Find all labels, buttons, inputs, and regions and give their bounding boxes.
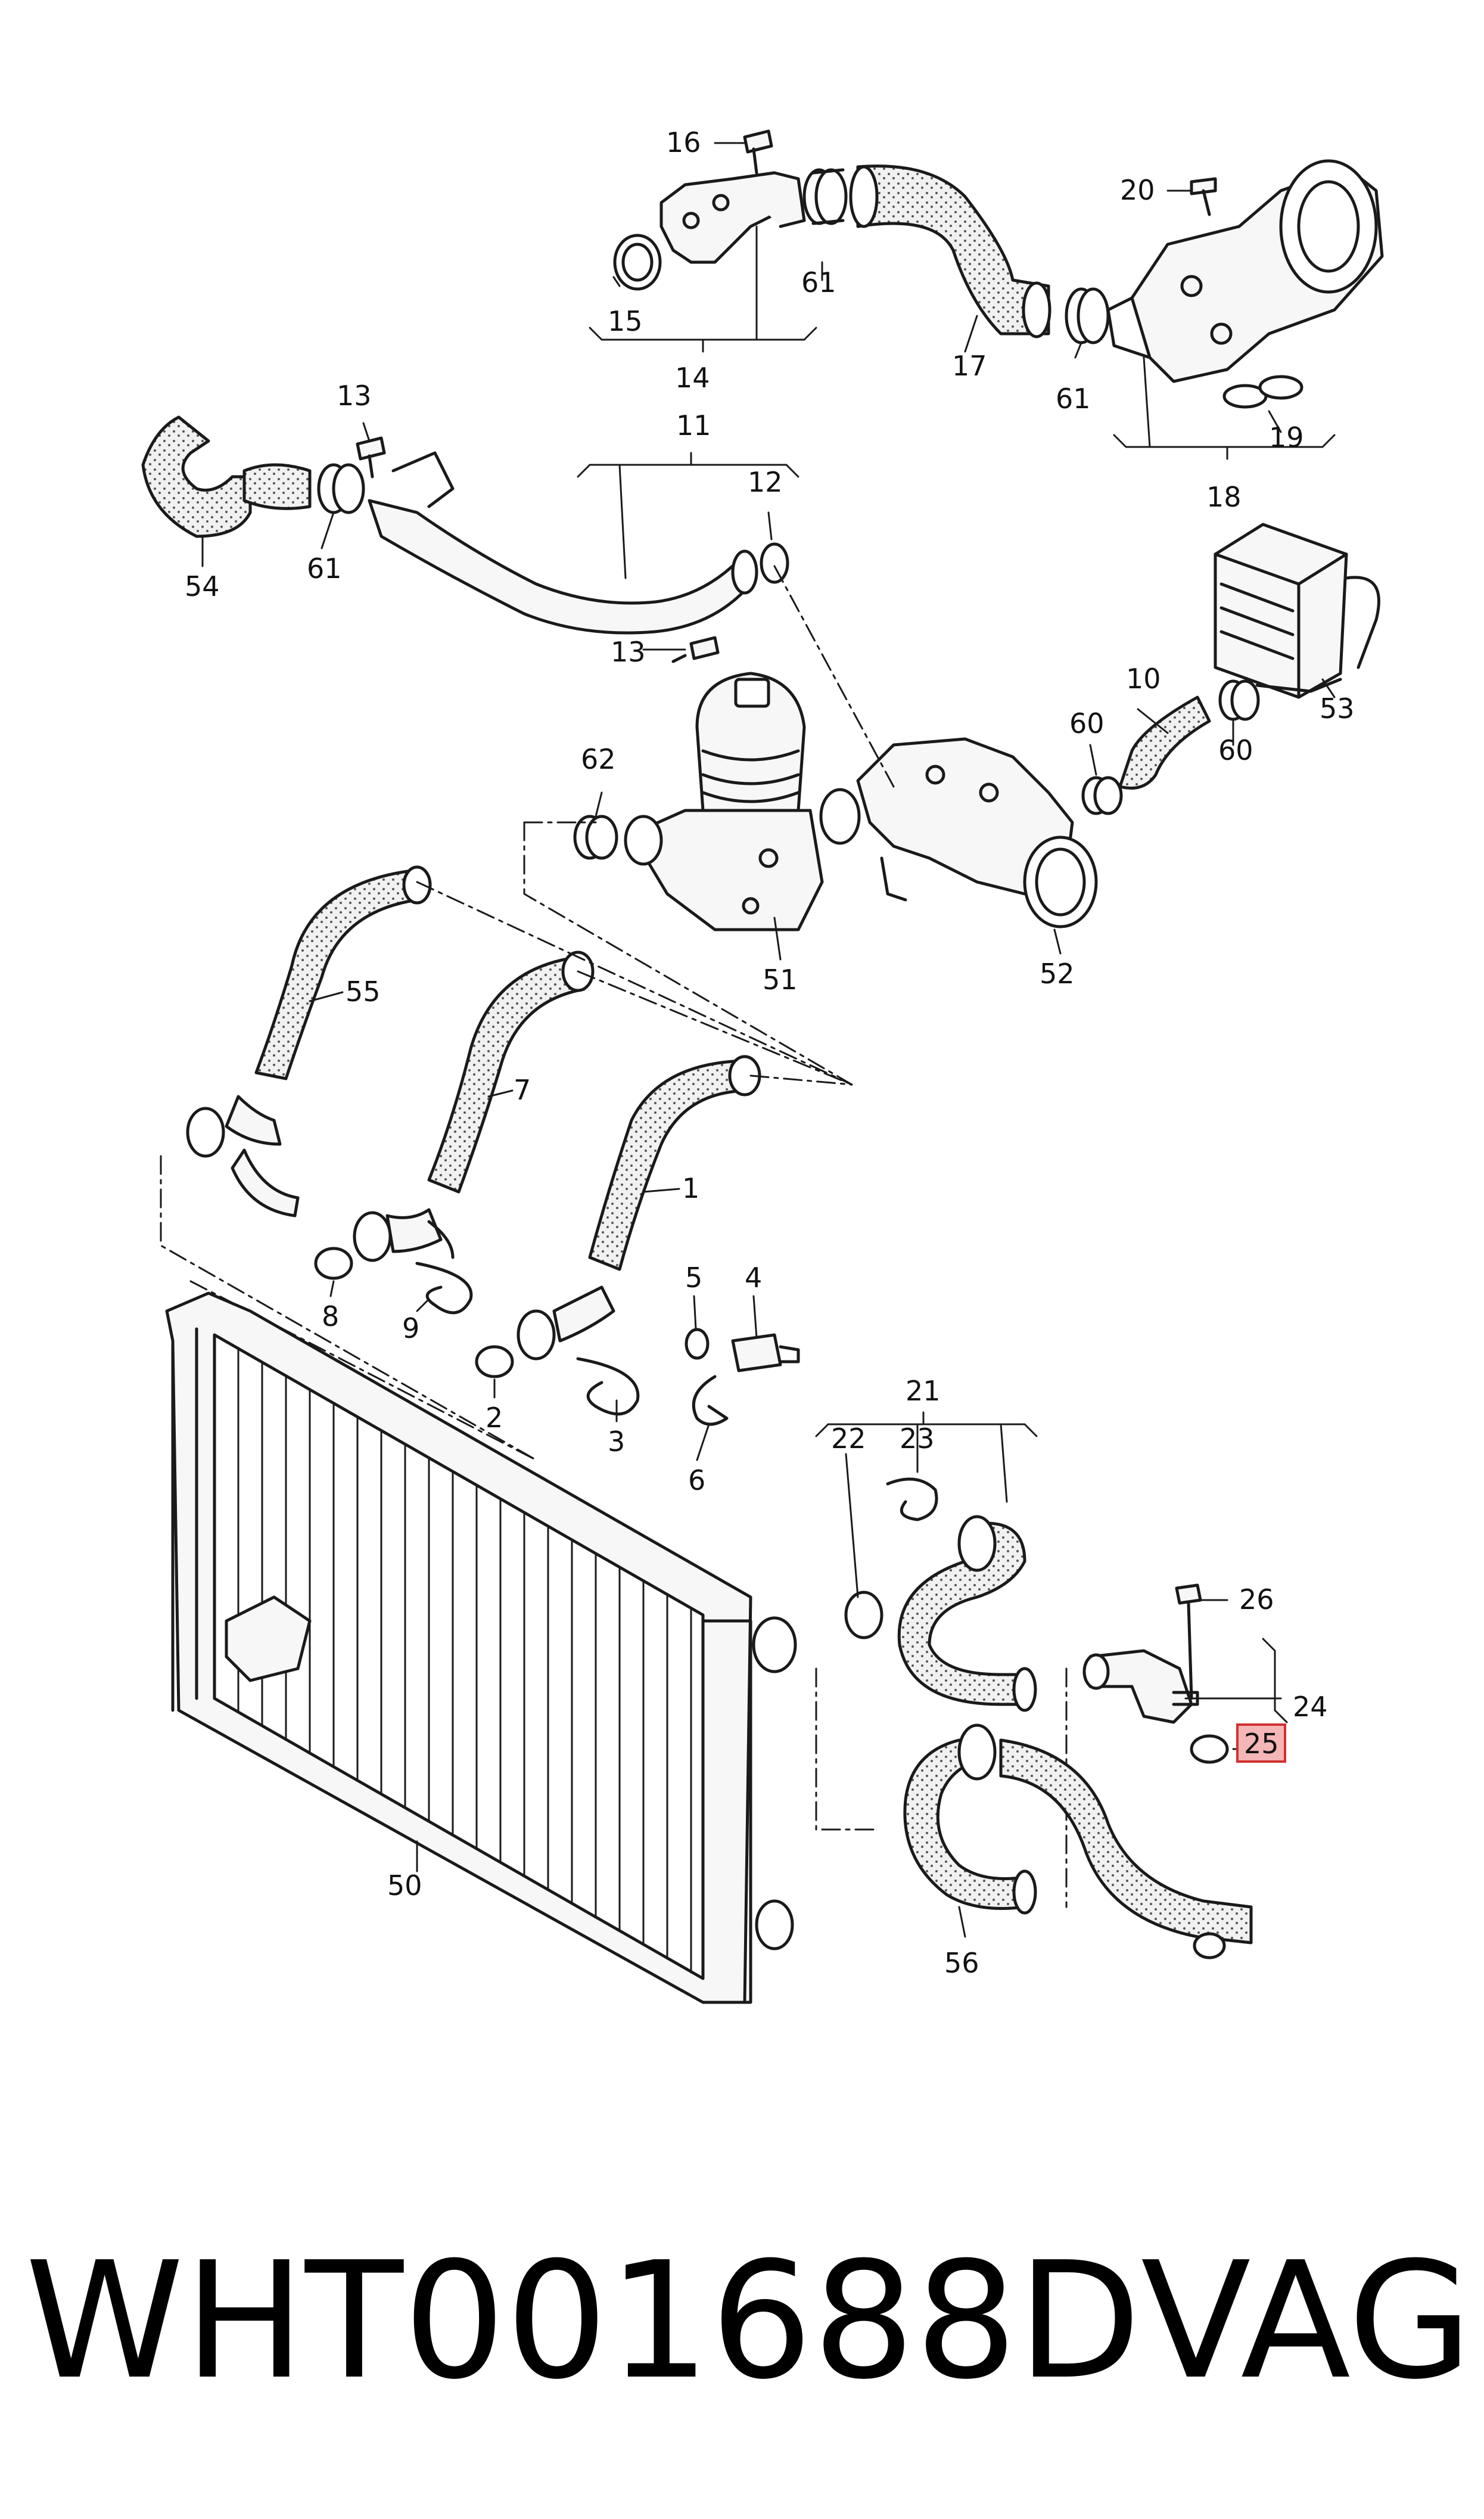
clamp-60-right — [1218, 679, 1260, 721]
callout-16: 16 — [666, 126, 701, 159]
brand-caption: VAG — [1141, 2227, 1473, 2415]
part-number-caption: WHT001688D — [25, 2227, 1141, 2415]
bolt-13-lower — [671, 636, 720, 663]
hose-17 — [856, 164, 1050, 336]
oil-filter-housing-51 — [624, 672, 824, 931]
temperature-sensor-4 — [731, 1333, 800, 1372]
retaining-clip-6 — [692, 1375, 729, 1426]
hose-21 — [897, 1521, 1026, 1706]
o-ring-25 — [1190, 1734, 1229, 1764]
callout-4: 4 — [745, 1262, 762, 1294]
callout-15: 15 — [608, 305, 643, 337]
flange-pipe-14 — [613, 171, 806, 291]
oil-cooler-housing-18 — [1106, 159, 1384, 383]
callout-11: 11 — [676, 409, 711, 442]
callout-9: 9 — [402, 1312, 419, 1344]
hose-55 — [254, 868, 419, 1080]
callout-8: 8 — [322, 1300, 339, 1333]
callout-18: 18 — [1206, 481, 1242, 513]
callout-20: 20 — [1120, 174, 1155, 206]
circlip-8 — [314, 1247, 353, 1280]
oil-cooler-53 — [1214, 523, 1380, 699]
retaining-clip-3 — [576, 1357, 640, 1416]
retaining-clip-9 — [415, 1262, 473, 1315]
callout-12: 12 — [748, 466, 783, 498]
callout-61-top: 61 — [801, 266, 836, 299]
callout-7: 7 — [514, 1074, 531, 1106]
callout-61-mid: 61 — [1056, 383, 1091, 415]
callout-23: 23 — [900, 1422, 935, 1455]
retaining-clip-23 — [886, 1477, 938, 1521]
callout-6: 6 — [688, 1464, 705, 1496]
callout-3: 3 — [608, 1425, 625, 1458]
callout-62: 62 — [581, 743, 616, 775]
callout-56: 56 — [944, 1947, 979, 1979]
callout-52: 52 — [1040, 958, 1075, 990]
clamp-60-left — [1081, 776, 1123, 815]
coolant-pipe-11 — [368, 451, 758, 635]
callout-13-upper: 13 — [337, 380, 372, 412]
o-ring-22 — [844, 1591, 883, 1639]
callout-25: 25 — [1244, 1728, 1279, 1760]
hose-1 — [588, 1059, 752, 1271]
bolt-13-upper — [356, 436, 386, 479]
callout-26: 26 — [1239, 1583, 1274, 1616]
seal-rings-19 — [1222, 375, 1303, 409]
callout-50: 50 — [387, 1869, 422, 1902]
thermostat-housing-52 — [819, 737, 1098, 928]
hose-54 — [141, 415, 252, 538]
circlip-2 — [475, 1345, 514, 1378]
callout-17: 17 — [952, 350, 987, 382]
clamp-61-mid — [1065, 287, 1110, 344]
callout-53: 53 — [1320, 692, 1355, 725]
callout-21: 21 — [906, 1375, 941, 1407]
callout-13-lower: 13 — [611, 636, 646, 668]
callout-51: 51 — [763, 964, 798, 996]
coolant-flange-24 — [1082, 1649, 1199, 1724]
callout-14: 14 — [675, 362, 710, 394]
callout-55: 55 — [346, 976, 381, 1008]
o-ring-12 — [760, 542, 789, 584]
clamp-61-left — [317, 463, 365, 514]
hose-7 — [427, 955, 586, 1194]
callout-61-left: 61 — [307, 552, 342, 585]
callout-60-left: 60 — [1069, 707, 1105, 740]
radiator-50 — [165, 1291, 797, 2004]
callout-24: 24 — [1293, 1691, 1328, 1723]
highlight-box-25 — [1236, 1723, 1286, 1763]
callout-1: 1 — [682, 1172, 699, 1204]
o-ring-5 — [685, 1328, 710, 1360]
hose-10 — [1118, 695, 1211, 790]
callout-19: 19 — [1269, 421, 1304, 454]
callout-60-right: 60 — [1218, 734, 1253, 766]
bolt-16 — [743, 129, 773, 175]
callout-10: 10 — [1126, 663, 1161, 695]
bolt-20 — [1190, 177, 1217, 216]
callout-22: 22 — [831, 1422, 866, 1455]
callout-5: 5 — [685, 1262, 702, 1294]
clamp-61-top — [802, 168, 848, 225]
callout-2: 2 — [486, 1402, 503, 1434]
callout-54: 54 — [185, 570, 220, 602]
clamp-62 — [573, 815, 618, 860]
